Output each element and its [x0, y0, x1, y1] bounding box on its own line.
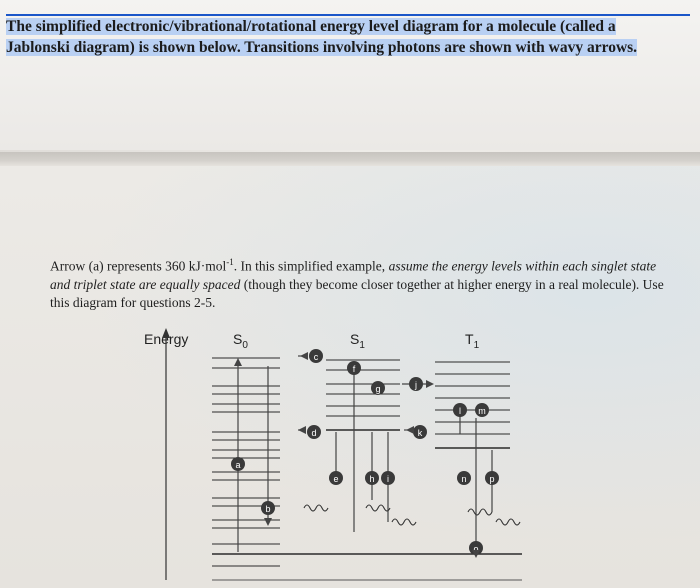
question-italic: assume the energy levels within each sin…	[50, 258, 657, 292]
svg-text:f: f	[353, 364, 356, 374]
jablonski-diagram: Energy S0 S1 T1	[144, 328, 522, 581]
svg-text:p: p	[489, 474, 494, 484]
arrow-label-h: h	[365, 471, 379, 485]
state-s1-letter: S	[350, 331, 359, 347]
arrow-label-m: m	[475, 403, 489, 417]
svg-text:l: l	[459, 406, 461, 416]
intro-text: The simplified electronic/vibrational/ro…	[6, 14, 690, 58]
arrow-label-k: k	[413, 425, 427, 439]
svg-text:o: o	[473, 544, 478, 554]
question-part-1: Arrow (a) represents 360 kJ·mol	[50, 258, 227, 274]
svg-text:d: d	[311, 428, 316, 438]
wavy-arrow-1	[303, 504, 329, 512]
arrow-label-j: j	[409, 377, 423, 391]
arrow-label-l: l	[453, 403, 467, 417]
state-t1-letter: T	[465, 331, 474, 347]
svg-text:i: i	[387, 474, 389, 484]
arrowheads	[234, 352, 480, 558]
crossing-arrows	[298, 355, 426, 431]
intro-line-1: The simplified electronic/vibrational/ro…	[6, 18, 616, 35]
svg-text:g: g	[375, 384, 380, 394]
lower-sheet	[0, 166, 700, 588]
arrow-label-i: i	[381, 471, 395, 485]
photon-wavy-arrows	[303, 504, 521, 526]
s1-arrows	[335, 372, 389, 532]
question-exponent: -1	[226, 257, 234, 267]
s0-arrows	[237, 362, 269, 552]
arrow-label-d: d	[307, 425, 321, 439]
t1-levels	[435, 361, 510, 449]
svg-text:b: b	[265, 504, 270, 514]
energy-axis-arrowhead	[162, 328, 170, 338]
state-s1-sub: 1	[359, 340, 365, 351]
arrow-label-e: e	[329, 471, 343, 485]
arrow-label-f: f	[347, 361, 361, 375]
arrow-label-c: c	[309, 349, 323, 363]
upper-sheet: The simplified electronic/vibrational/ro…	[0, 0, 700, 150]
wavy-arrow-3	[391, 518, 417, 526]
svg-text:j: j	[414, 380, 417, 390]
svg-text:c: c	[314, 352, 319, 362]
arrow-label-g: g	[371, 381, 385, 395]
state-s0-sub: 0	[242, 340, 248, 351]
intro-line-2: Jablonski diagram) is shown below. Trans…	[6, 39, 638, 56]
arrow-label-n: n	[457, 471, 471, 485]
question-text: Arrow (a) represents 360 kJ·mol-1. In th…	[50, 253, 670, 312]
state-t1-label: T1	[465, 331, 480, 351]
question-part-2: . In this simplified example,	[233, 258, 389, 274]
arrow-label-a: a	[231, 457, 245, 471]
wavy-arrow-4	[467, 508, 493, 516]
state-s0-letter: S	[233, 331, 242, 347]
s1-levels	[326, 359, 400, 431]
svg-text:n: n	[461, 474, 466, 484]
svg-text:a: a	[235, 460, 240, 470]
s0-levels	[212, 357, 522, 567]
state-s1-label: S1	[350, 331, 365, 351]
question-part-4: (though they become closer together at h…	[50, 276, 664, 310]
state-s0-label: S0	[233, 331, 248, 351]
svg-text:m: m	[478, 406, 486, 416]
arrow-label-p: p	[485, 471, 499, 485]
arrow-label-o: o	[469, 541, 483, 555]
wavy-arrow-2	[365, 504, 391, 512]
svg-text:e: e	[333, 474, 338, 484]
wavy-arrow-5	[495, 518, 521, 526]
svg-text:h: h	[369, 474, 374, 484]
svg-text:k: k	[418, 428, 423, 438]
state-t1-sub: 1	[474, 340, 480, 351]
arrow-label-b: b	[261, 501, 275, 515]
page-divider	[0, 152, 700, 166]
